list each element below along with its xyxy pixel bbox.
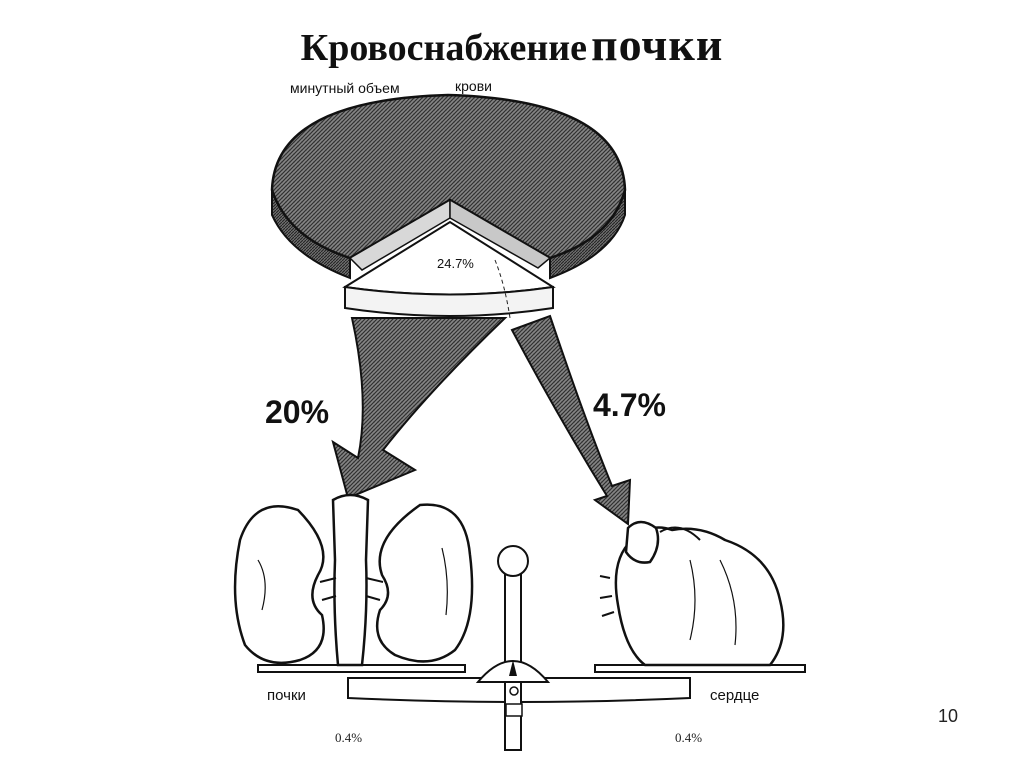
kidneys-illustration (233, 493, 474, 667)
slide-title: Кровоснабжение почки (0, 18, 1024, 71)
kidney-share-slice: 24.7% (342, 220, 556, 319)
heart-percent-label: 4.7% (593, 387, 666, 423)
heart-weight-label: 0.4% (675, 730, 702, 745)
pie-label-minute-volume: минутный объем (290, 80, 400, 96)
flow-arrow-to-kidneys (331, 317, 508, 500)
heart-label: сердце (710, 687, 759, 704)
slide-number: 10 (938, 706, 959, 726)
heart-illustration (599, 520, 785, 667)
title-part-1: Кровоснабжение (300, 27, 588, 69)
pie-label-blood: крови (455, 78, 492, 94)
flow-arrow-to-heart (510, 314, 632, 526)
kidneys-label: почки (267, 687, 306, 704)
slice-percent-label: 24.7% (437, 256, 474, 271)
cardiac-output-pie (270, 93, 627, 280)
title-part-2: почки (591, 19, 724, 70)
balance-scale (257, 545, 806, 751)
kidneys-percent-label: 20% (265, 394, 329, 430)
kidneys-weight-label: 0.4% (335, 730, 362, 745)
